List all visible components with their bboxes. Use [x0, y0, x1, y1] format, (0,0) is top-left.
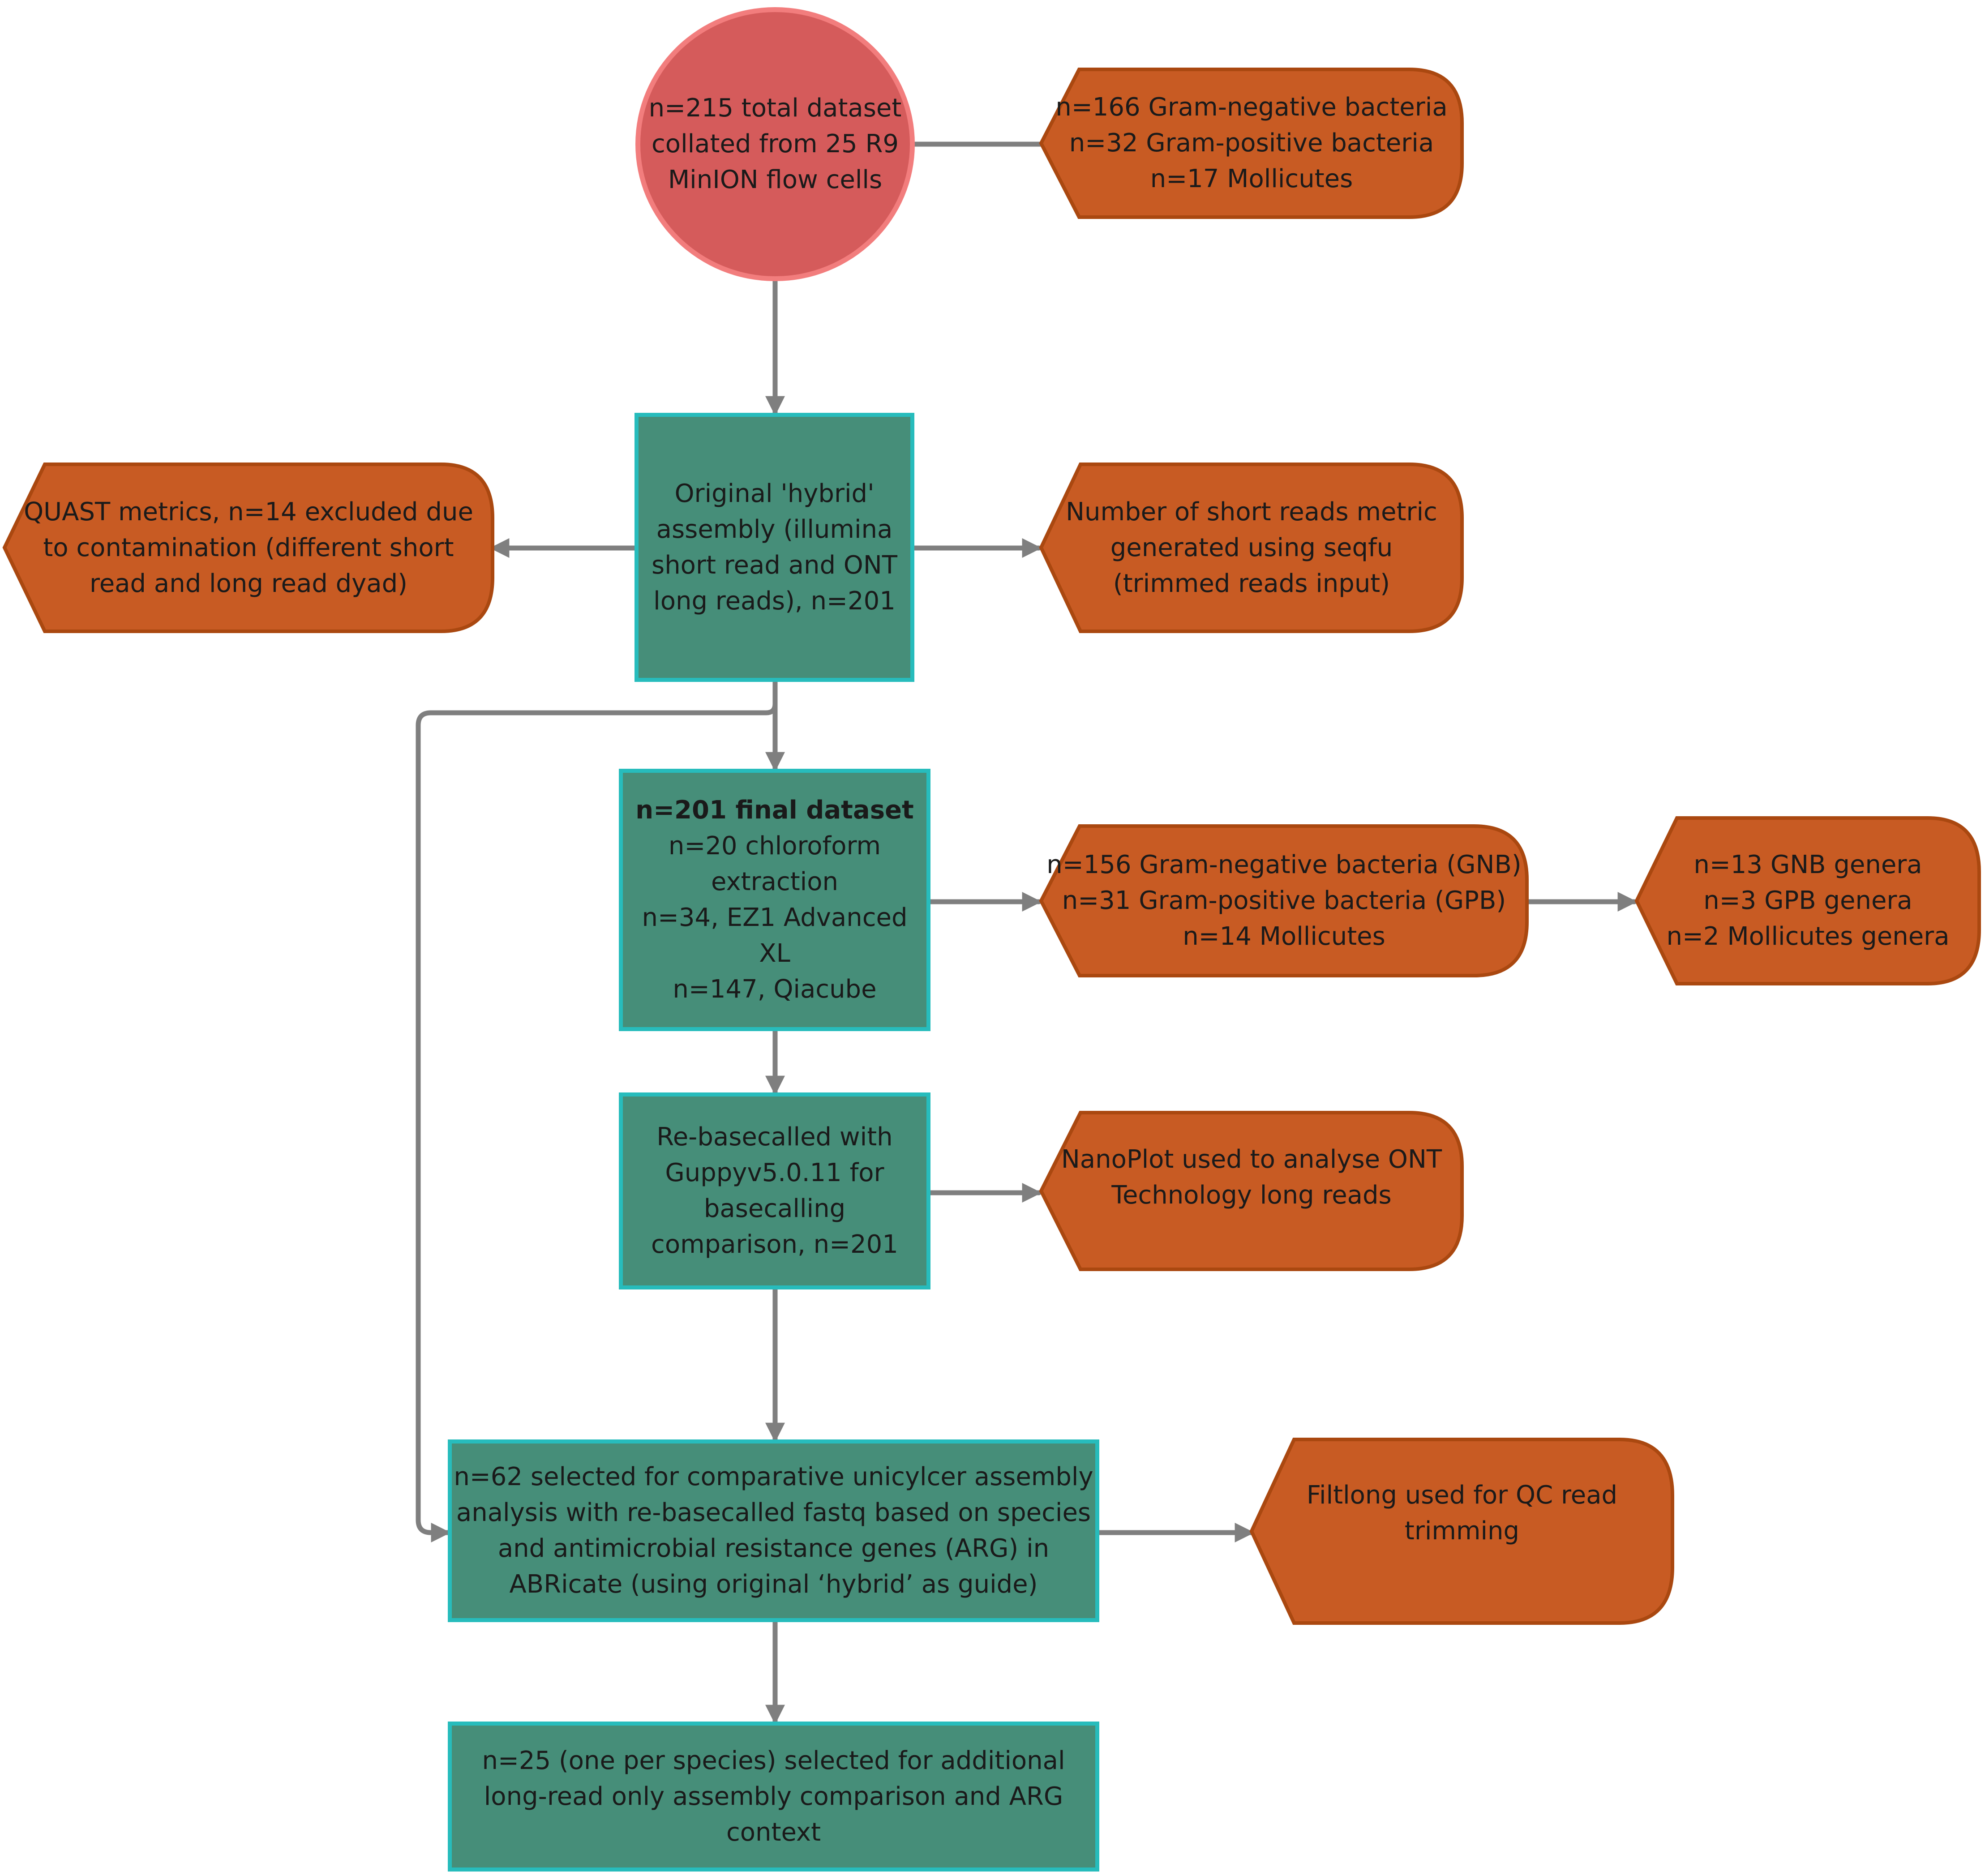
unicycler-selection-node: n=62 selected for comparative unicylcer …: [448, 1439, 1099, 1622]
node-line: NanoPlot used to analyse ONT: [1061, 1145, 1442, 1174]
display-shape: [1039, 68, 1464, 219]
bacteria-split-node: n=166 Gram-negative bacteria n=32 Gram-p…: [1039, 68, 1464, 219]
hybrid-assembly-text: Original 'hybrid' assembly (illumina sho…: [652, 476, 897, 619]
short-reads-metric-text: Number of short reads metric generated u…: [1066, 494, 1437, 602]
node-line: assembly (illumina: [656, 514, 893, 544]
nanoplot-node: NanoPlot used to analyse ONT Technology …: [1039, 1111, 1464, 1271]
node-line: n=34, EZ1 Advanced: [642, 903, 908, 932]
node-line: n=14 Mollicutes: [1183, 922, 1385, 951]
node-line: (trimmed reads input): [1113, 569, 1390, 598]
node-line: long-read only assembly comparison and A…: [484, 1782, 1063, 1811]
node-line: Re-basecalled with: [656, 1122, 893, 1152]
node-line: n=3 GPB genera: [1703, 886, 1912, 915]
node-line: n=25 (one per species) selected for addi…: [482, 1746, 1065, 1775]
node-line: collated from 25 R9: [652, 129, 899, 158]
node-line: ABRicate (using original ‘hybrid’ as gui…: [509, 1570, 1038, 1599]
node-line: extraction: [711, 867, 838, 896]
unicycler-selection-text: n=62 selected for comparative unicylcer …: [454, 1459, 1093, 1602]
display-shape: [2, 463, 494, 633]
final-dataset-text: n=201 final dataset n=20 chloroform extr…: [635, 792, 914, 1007]
final-dataset-node: n=201 final dataset n=20 chloroform extr…: [619, 769, 930, 1031]
node-line: generated using seqfu: [1110, 533, 1393, 562]
long-read-selection-text: n=25 (one per species) selected for addi…: [482, 1743, 1065, 1850]
node-line: short read and ONT: [652, 550, 897, 580]
rebasecalled-text: Re-basecalled with Guppyv5.0.11 for base…: [651, 1119, 898, 1263]
total-dataset-text: n=215 total dataset collated from 25 R9 …: [649, 90, 902, 198]
connector-hybrid-bypass: [416, 679, 778, 1542]
display-shape: [1039, 463, 1464, 633]
total-dataset-node: n=215 total dataset collated from 25 R9 …: [635, 7, 915, 281]
node-line: Technology long reads: [1111, 1181, 1392, 1210]
node-line: n=17 Mollicutes: [1150, 164, 1353, 193]
display-shape: [1039, 1111, 1464, 1271]
genera-node: n=13 GNB genera n=3 GPB genera n=2 Molli…: [1634, 816, 1981, 985]
node-line: basecalling: [703, 1194, 846, 1223]
node-line: read and long read dyad): [89, 569, 408, 598]
genera-text: n=13 GNB genera n=3 GPB genera n=2 Molli…: [1666, 847, 1949, 955]
node-line: n=13 GNB genera: [1693, 850, 1922, 879]
node-line: n=31 Gram-positive bacteria (GPB): [1062, 886, 1506, 915]
quast-metrics-text: QUAST metrics, n=14 excluded due to cont…: [24, 494, 473, 602]
node-line: QUAST metrics, n=14 excluded due: [24, 497, 473, 527]
long-read-selection-node: n=25 (one per species) selected for addi…: [448, 1722, 1099, 1872]
node-line: n=62 selected for comparative unicylcer …: [454, 1462, 1093, 1491]
node-line: n=147, Qiacube: [673, 975, 877, 1004]
bacteria-split-text: n=166 Gram-negative bacteria n=32 Gram-p…: [1055, 90, 1447, 197]
node-line: analysis with re-basecalled fastq based …: [456, 1498, 1091, 1527]
display-shape: [1039, 824, 1529, 977]
filtlong-text: Filtlong used for QC read trimming: [1307, 1478, 1617, 1549]
hybrid-assembly-node: Original 'hybrid' assembly (illumina sho…: [635, 413, 914, 682]
display-shape: [1249, 1438, 1674, 1625]
node-line: Number of short reads metric: [1066, 497, 1437, 527]
node-line: Filtlong used for QC read: [1306, 1481, 1618, 1510]
short-reads-metric-node: Number of short reads metric generated u…: [1039, 463, 1464, 633]
display-shape: [1634, 816, 1981, 985]
final-bacteria-split-text: n=156 Gram-negative bacteria (GNB) n=31 …: [1046, 847, 1521, 955]
final-dataset-title: n=201 final dataset: [635, 796, 914, 825]
node-line: n=156 Gram-negative bacteria (GNB): [1046, 850, 1522, 879]
rebasecalled-node: Re-basecalled with Guppyv5.0.11 for base…: [619, 1092, 930, 1289]
node-line: context: [726, 1817, 821, 1847]
node-line: long reads), n=201: [653, 586, 896, 616]
final-bacteria-split-node: n=156 Gram-negative bacteria (GNB) n=31 …: [1039, 824, 1529, 977]
node-line: and antimicrobial resistance genes (ARG)…: [497, 1534, 1050, 1563]
node-line: Guppyv5.0.11 for: [665, 1158, 884, 1187]
node-line: MinION flow cells: [668, 165, 883, 194]
filtlong-node: Filtlong used for QC read trimming: [1249, 1438, 1674, 1625]
node-line: n=2 Mollicutes genera: [1666, 922, 1950, 951]
nanoplot-text: NanoPlot used to analyse ONT Technology …: [1061, 1142, 1442, 1213]
node-line: Original 'hybrid': [674, 479, 875, 508]
node-line: trimming: [1404, 1516, 1520, 1546]
node-line: n=215 total dataset: [648, 94, 902, 123]
node-line: n=32 Gram-positive bacteria: [1069, 128, 1434, 158]
node-line: comparison, n=201: [651, 1230, 898, 1259]
node-line: to contamination (different short: [43, 533, 454, 562]
node-line: n=166 Gram-negative bacteria: [1055, 93, 1448, 122]
node-line: n=20 chloroform: [668, 831, 881, 861]
node-line: XL: [759, 939, 790, 968]
quast-metrics-node: QUAST metrics, n=14 excluded due to cont…: [2, 463, 494, 633]
